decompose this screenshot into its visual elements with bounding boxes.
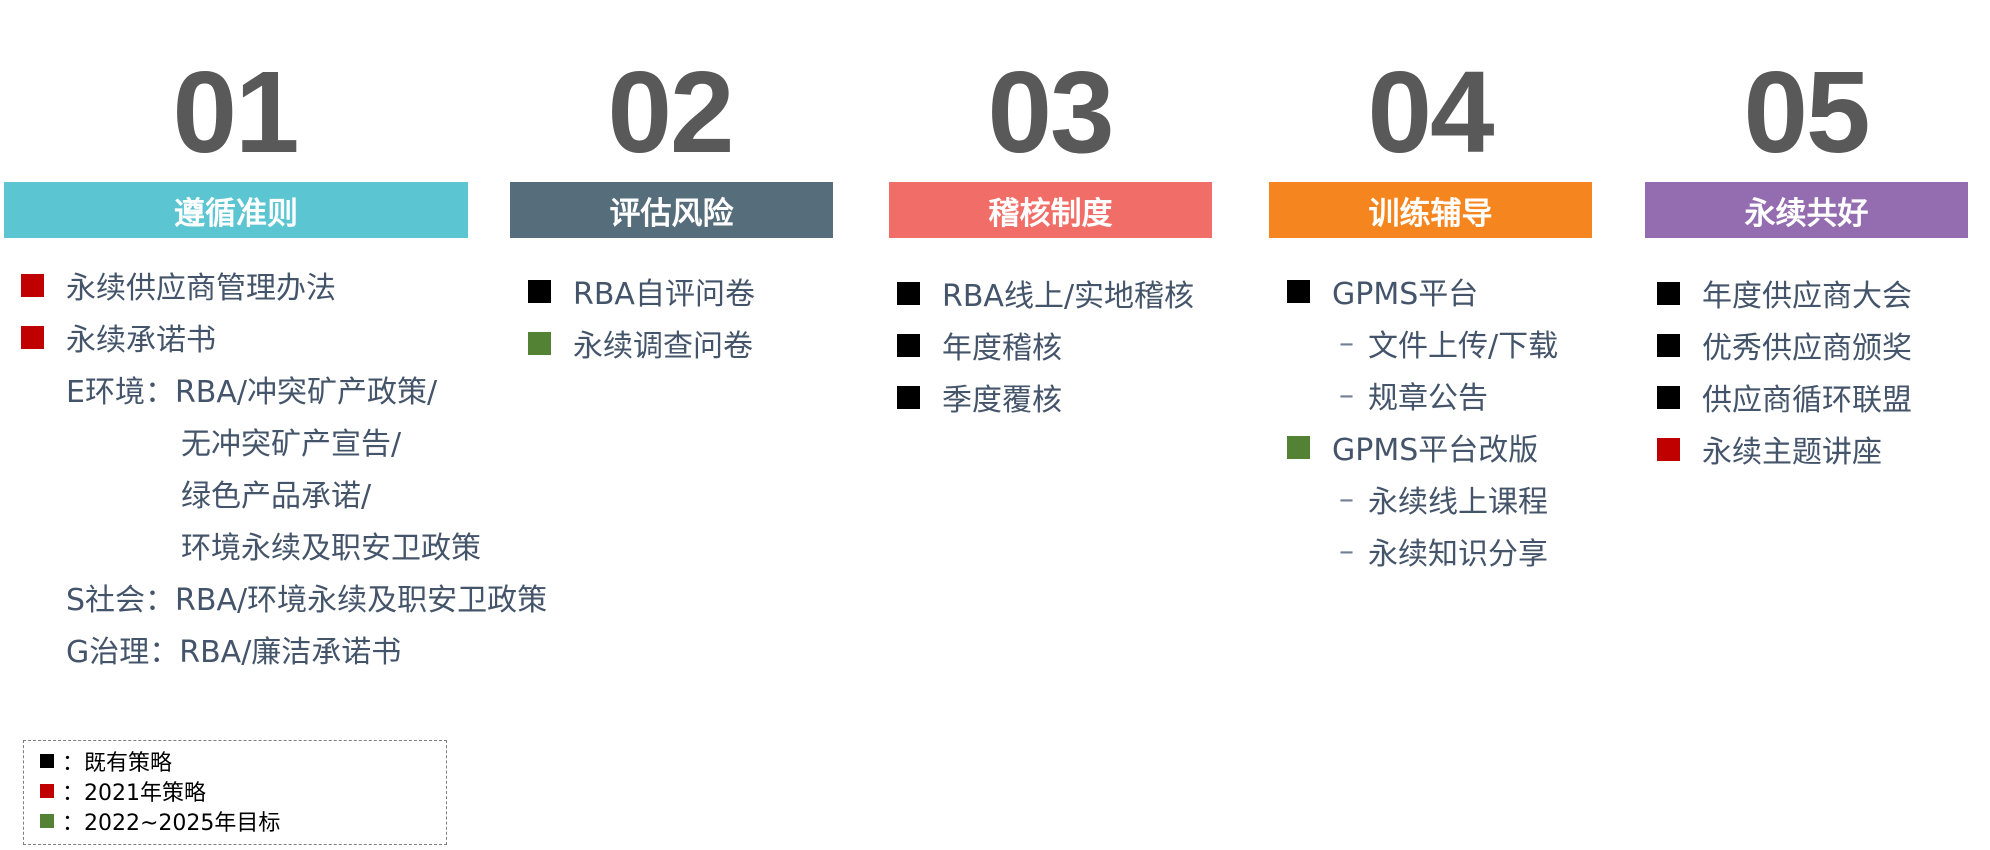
step-number-05: 05 [1743, 47, 1870, 177]
list-item: 无冲突矿产宣告/ [21, 415, 547, 467]
item-text: 文件上传/下载 [1368, 329, 1559, 364]
step-number-01: 01 [172, 47, 299, 177]
item-text: 永续调查问卷 [573, 329, 753, 364]
item-text: 永续主题讲座 [1702, 435, 1882, 470]
step-header-05: 永续共好 [1645, 182, 1968, 238]
legend-box: ：既有策略 ：2021年策略 ：2022~2025年目标 [23, 740, 447, 845]
item-text: G治理：RBA/廉洁承诺书 [66, 635, 402, 670]
dash-bullet: – [1339, 325, 1354, 361]
list-item: – 规章公告 [1287, 369, 1558, 421]
black-square-icon [897, 281, 920, 305]
step-items-04: GPMS平台 – 文件上传/下载 – 规章公告 GPMS平台改版 – 永续线上课… [1287, 265, 1558, 577]
list-item: 永续主题讲座 [1657, 423, 1912, 475]
list-item: G治理：RBA/廉洁承诺书 [21, 623, 547, 675]
list-item: 永续承诺书 [21, 311, 547, 363]
list-item: 环境永续及职安卫政策 [21, 519, 547, 571]
item-text: 永续承诺书 [66, 323, 216, 358]
list-item: 年度供应商大会 [1657, 267, 1912, 319]
item-text: GPMS平台 [1332, 277, 1479, 312]
item-text: 永续线上课程 [1368, 485, 1548, 520]
list-item: 供应商循环联盟 [1657, 371, 1912, 423]
legend-text: ：2022~2025年目标 [62, 811, 281, 836]
legend-item: ：既有策略 [40, 746, 446, 776]
step-items-01: 永续供应商管理办法 永续承诺书 E环境：RBA/冲突矿产政策/ 无冲突矿产宣告/… [21, 259, 547, 675]
red-square-icon [40, 784, 54, 798]
item-text: E环境：RBA/冲突矿产政策/ [66, 375, 438, 410]
black-square-icon [40, 754, 54, 768]
step-header-04: 训练辅导 [1269, 182, 1592, 238]
list-item: GPMS平台 [1287, 265, 1558, 317]
item-text: 规章公告 [1368, 381, 1488, 416]
item-text: 优秀供应商颁奖 [1702, 331, 1912, 366]
step-items-05: 年度供应商大会 优秀供应商颁奖 供应商循环联盟 永续主题讲座 [1657, 267, 1912, 475]
item-text: S社会：RBA/环境永续及职安卫政策 [66, 583, 548, 618]
step-title: 稽核制度 [988, 195, 1113, 232]
legend-item: ：2021年策略 [40, 776, 446, 806]
item-text: 无冲突矿产宣告/ [181, 427, 402, 462]
item-text: 绿色产品承诺/ [181, 479, 372, 514]
list-item: GPMS平台改版 [1287, 421, 1558, 473]
item-text: RBA线上/实地稽核 [942, 279, 1195, 314]
step-title: 永续共好 [1744, 195, 1869, 232]
red-square-icon [21, 325, 44, 349]
black-square-icon [1657, 385, 1680, 409]
item-text: GPMS平台改版 [1332, 433, 1539, 468]
list-item: 绿色产品承诺/ [21, 467, 547, 519]
dash-bullet: – [1339, 377, 1354, 413]
red-square-icon [21, 273, 44, 297]
legend-item: ：2022~2025年目标 [40, 806, 446, 836]
red-square-icon [1657, 437, 1680, 461]
black-square-icon [897, 333, 920, 357]
item-text: 季度覆核 [942, 383, 1062, 418]
list-item: 永续调查问卷 [528, 317, 755, 369]
step-number-04: 04 [1367, 47, 1494, 177]
green-square-icon [40, 814, 54, 828]
black-square-icon [1657, 281, 1680, 305]
list-item: 年度稽核 [897, 319, 1194, 371]
black-square-icon [1287, 279, 1310, 303]
list-item: – 永续线上课程 [1287, 473, 1558, 525]
legend-text: ：既有策略 [62, 751, 173, 776]
list-item: 季度覆核 [897, 371, 1194, 423]
list-item: E环境：RBA/冲突矿产政策/ [21, 363, 547, 415]
list-item: – 永续知识分享 [1287, 525, 1558, 577]
step-title: 遵循准则 [174, 195, 298, 232]
step-number-03: 03 [987, 47, 1114, 177]
item-text: 年度供应商大会 [1702, 279, 1912, 314]
dash-bullet: – [1339, 481, 1354, 517]
item-text: RBA自评问卷 [573, 277, 755, 312]
item-text: 环境永续及职安卫政策 [181, 531, 481, 566]
legend-text: ：2021年策略 [62, 781, 206, 806]
item-text: 供应商循环联盟 [1702, 383, 1912, 418]
item-text: 年度稽核 [942, 331, 1062, 366]
step-items-02: RBA自评问卷 永续调查问卷 [528, 265, 755, 369]
step-title: 评估风险 [609, 195, 734, 232]
green-square-icon [528, 331, 551, 355]
list-item: RBA线上/实地稽核 [897, 267, 1194, 319]
item-text: 永续供应商管理办法 [66, 271, 336, 306]
list-item: 永续供应商管理办法 [21, 259, 547, 311]
list-item: 优秀供应商颁奖 [1657, 319, 1912, 371]
list-item: S社会：RBA/环境永续及职安卫政策 [21, 571, 547, 623]
list-item: RBA自评问卷 [528, 265, 755, 317]
step-title: 训练辅导 [1368, 195, 1493, 232]
step-header-02: 评估风险 [510, 182, 833, 238]
black-square-icon [528, 279, 551, 303]
step-header-01: 遵循准则 [4, 182, 468, 238]
step-header-03: 稽核制度 [889, 182, 1212, 238]
item-text: 永续知识分享 [1368, 537, 1548, 572]
black-square-icon [1657, 333, 1680, 357]
green-square-icon [1287, 435, 1310, 459]
step-items-03: RBA线上/实地稽核 年度稽核 季度覆核 [897, 267, 1194, 423]
list-item: – 文件上传/下载 [1287, 317, 1558, 369]
black-square-icon [897, 385, 920, 409]
step-number-02: 02 [607, 47, 734, 177]
dash-bullet: – [1339, 533, 1354, 569]
